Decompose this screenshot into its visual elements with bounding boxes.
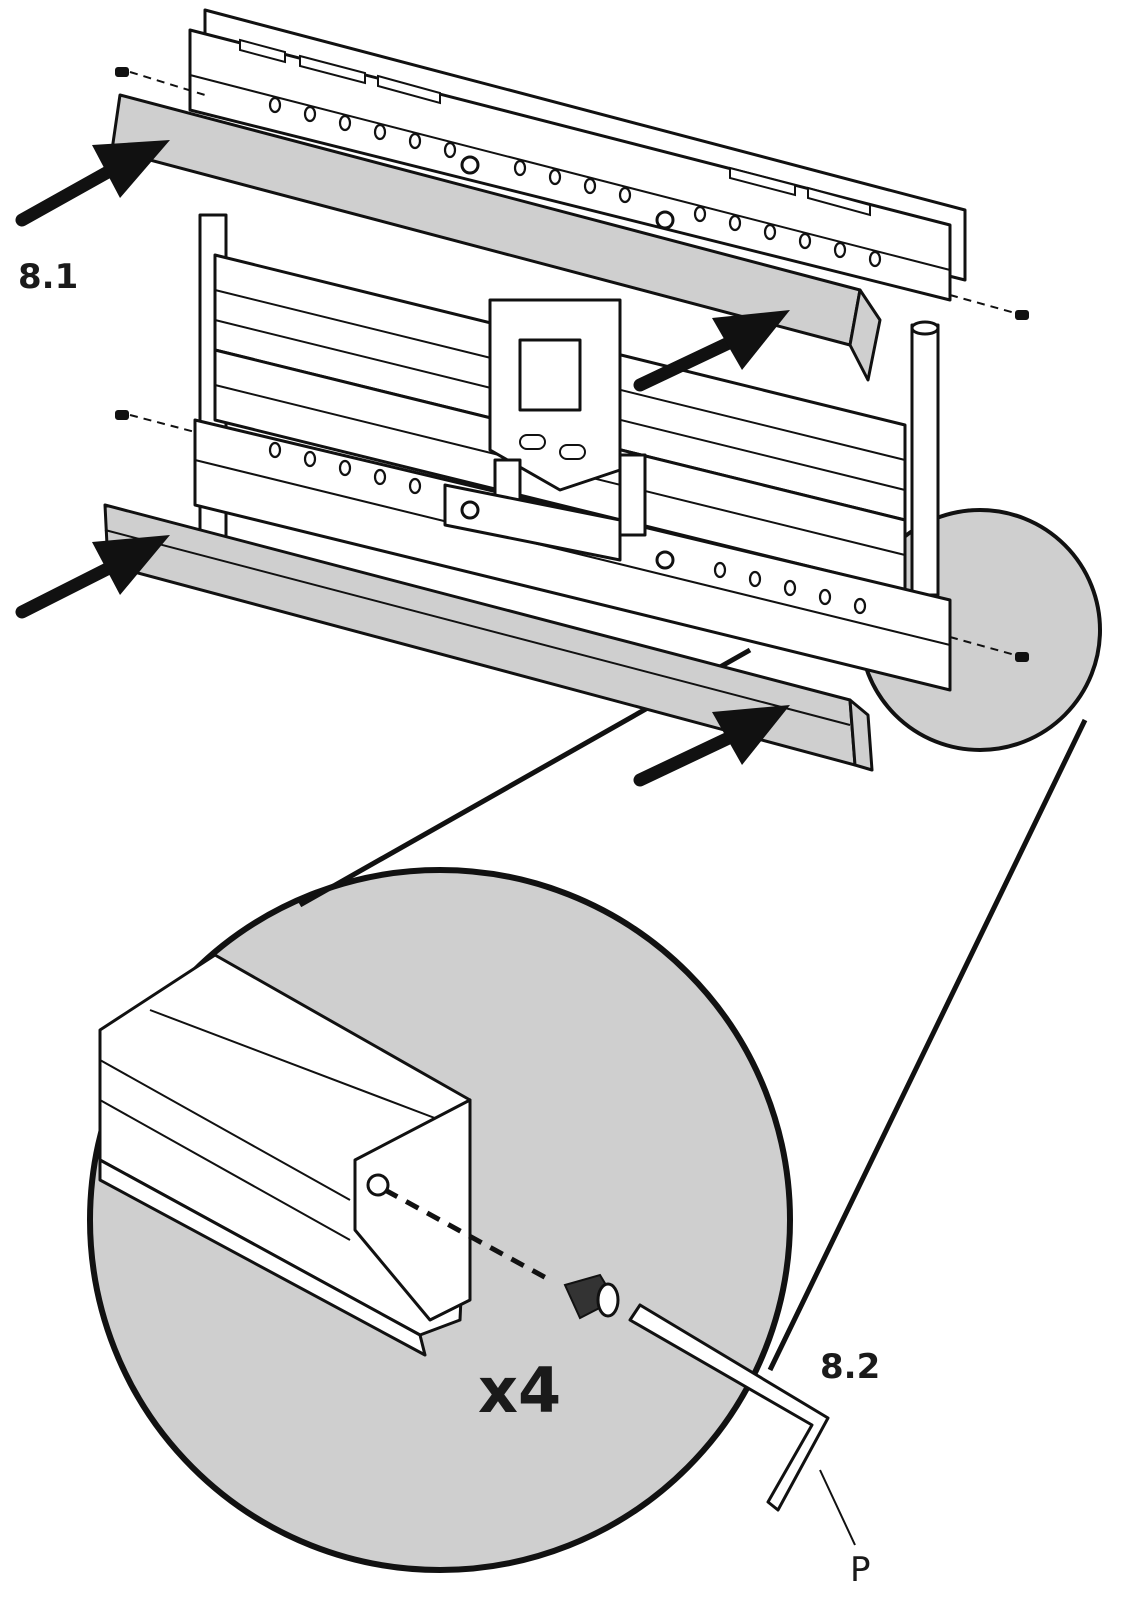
insert-path-dashed [383, 1187, 552, 1283]
screws [115, 67, 1029, 662]
wall-plate [188, 8, 967, 692]
push-arrows [15, 140, 790, 787]
detail-connector-line [767, 718, 1088, 1372]
magnified-rail-end [98, 953, 472, 1357]
step-label-8-2: 8.2 [820, 1347, 881, 1387]
screw-hole [366, 1173, 390, 1197]
step-label-8-1: 8.1 [18, 257, 79, 297]
set-screw [563, 1273, 620, 1320]
quantity-label: x4 [478, 1354, 562, 1427]
part-letter-label: P [850, 1550, 871, 1590]
top-cover-strip [110, 93, 882, 382]
part-leader-line [819, 1469, 856, 1546]
hex-key [628, 1303, 830, 1512]
right-post [910, 323, 940, 597]
rail-slots [239, 38, 871, 217]
rail-holes [268, 96, 882, 268]
bottom-rail [193, 418, 952, 692]
